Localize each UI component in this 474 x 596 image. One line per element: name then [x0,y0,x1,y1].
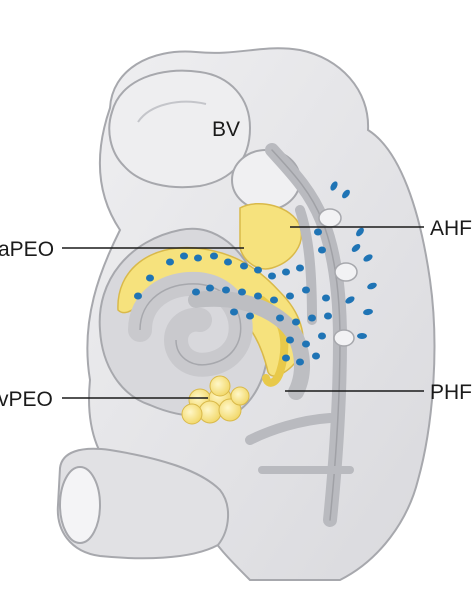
vpeo-cell-cluster [181,375,250,425]
label-ahf: AHF [430,217,472,240]
leader-lines [62,226,424,399]
label-bv: BV [212,118,240,141]
apeo-yellow-region [239,203,303,270]
lower-tube [56,447,229,560]
label-vpeo: vPEO [0,388,53,411]
label-apeo: aPEO [0,238,54,261]
migrating-cells [134,181,377,366]
blood-vessels [245,143,354,527]
label-phf: PHF [430,381,472,404]
aortic-arch-openings [318,208,358,347]
